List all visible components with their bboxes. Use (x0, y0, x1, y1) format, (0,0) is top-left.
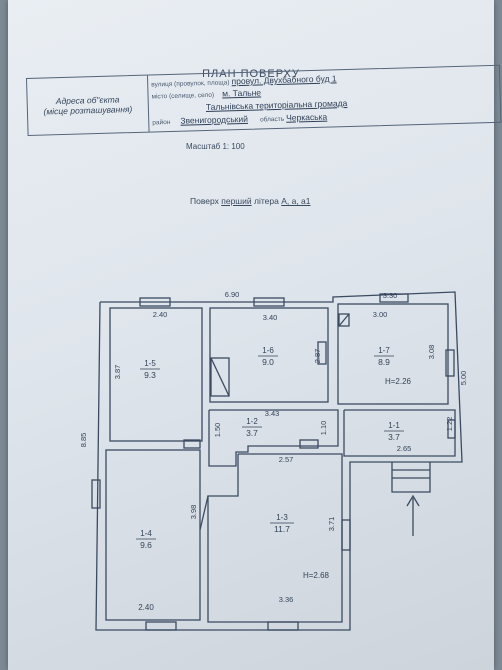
floor-value: перший (221, 196, 252, 206)
dimension-label: 3.87 (113, 365, 122, 380)
height-label: H=2.26 (385, 377, 412, 386)
dimension-label: 2.40 (153, 310, 168, 319)
room-label-1-5: 1-5 9.3 (140, 359, 160, 380)
dimension-label: 2.87 (313, 349, 322, 364)
chimney-symbol (338, 313, 350, 327)
dimension-label: 2.65 (397, 444, 412, 453)
dimension-label: 2.57 (279, 455, 294, 464)
room-label-1-6: 1-6 9.0 (258, 346, 278, 367)
room-label-1-2: 1-2 3.7 (242, 417, 262, 438)
room-area: 9.6 (140, 540, 152, 550)
room-id: 1-3 (276, 513, 288, 522)
stove-diagonal (210, 357, 230, 397)
window-1-4-side (91, 479, 101, 509)
room-area: 9.0 (262, 357, 274, 367)
dimension-label: 3.36 (279, 595, 294, 604)
room-1-1-outline (343, 409, 456, 457)
dimension-label: 5.00 (459, 371, 468, 386)
window-1-6 (253, 297, 285, 307)
door-1-5 (183, 439, 201, 449)
room-id: 1-4 (140, 529, 152, 538)
window-1-7-side (445, 349, 455, 377)
room-1-2-outline (208, 409, 339, 467)
room-label-1-4: 1-4 9.6 (136, 529, 156, 550)
room-area: 3.7 (246, 428, 258, 438)
room-label-1-7: 1-7 8.9 (374, 346, 394, 367)
porch-outline (391, 462, 431, 493)
room-id: 1-7 (378, 346, 390, 355)
plan-title: ПЛАН ПОВЕРХУ (202, 68, 300, 80)
room-id: 1-2 (246, 417, 258, 426)
room-area: 8.9 (378, 357, 390, 367)
letter-label: літера (254, 196, 279, 206)
dimension-label: 3.00 (373, 310, 388, 319)
height-label: H=2.68 (303, 571, 330, 580)
dimension-label: 8.85 (79, 433, 88, 448)
room-id: 1-5 (144, 359, 156, 368)
window-1-7-top (379, 293, 409, 303)
door-1-3 (299, 439, 319, 449)
room-1-3-outline (207, 453, 343, 623)
room-1-7-outline (337, 303, 449, 405)
room-label-1-1: 1-1 3.7 (384, 421, 404, 442)
plan-walls (91, 291, 463, 631)
dimension-label: 3.43 (265, 409, 280, 418)
dimension-label: 1.50 (213, 423, 222, 438)
room-1-4-outline (105, 449, 201, 621)
letter-value: А, а, а1 (281, 196, 311, 206)
door-1-6 (317, 341, 327, 365)
window-1-4-bottom (145, 621, 177, 631)
dimension-label: 3.71 (327, 517, 336, 532)
chimney-diagonal (338, 313, 350, 327)
floor-prefix: Поверх (190, 196, 219, 206)
entrance-arrow-head (406, 494, 420, 507)
window-1-3-bottom (267, 621, 299, 631)
dimension-label: 1.22 (445, 417, 454, 432)
door-1-1 (447, 419, 456, 439)
dimension-label: 1.10 (319, 421, 328, 436)
room-1-6-outline (209, 307, 329, 403)
floor-line: Поверх перший літера А, а, а1 (190, 196, 311, 206)
dimension-label: 6.90 (225, 290, 240, 299)
room-label-1-3: 1-3 11.7 (270, 513, 294, 534)
outer-wall (95, 291, 463, 631)
room-area: 11.7 (274, 524, 290, 534)
dimension-label: 2.40 (138, 603, 154, 612)
stove-symbol (210, 357, 230, 397)
scale-label: Масштаб 1: 100 (186, 142, 245, 151)
room-area: 9.3 (144, 370, 156, 380)
room-id: 1-6 (262, 346, 274, 355)
dimension-label: 3.30 (383, 291, 398, 300)
door-swing-1-4 (199, 495, 209, 531)
room-id: 1-1 (388, 421, 400, 430)
plan-labels: 1-5 9.3 1-6 9.0 1-7 8.9 1-2 3.7 1-1 3.7 … (79, 290, 468, 612)
window-1-5 (139, 297, 171, 307)
dimension-label: 3.08 (427, 345, 436, 360)
paper-sheet (8, 0, 494, 670)
room-area: 3.7 (388, 432, 400, 442)
room-1-5-outline (109, 307, 203, 442)
dimension-label: 3.40 (263, 313, 278, 322)
dimension-label: 3.98 (189, 505, 198, 520)
window-1-3-side (341, 519, 351, 551)
